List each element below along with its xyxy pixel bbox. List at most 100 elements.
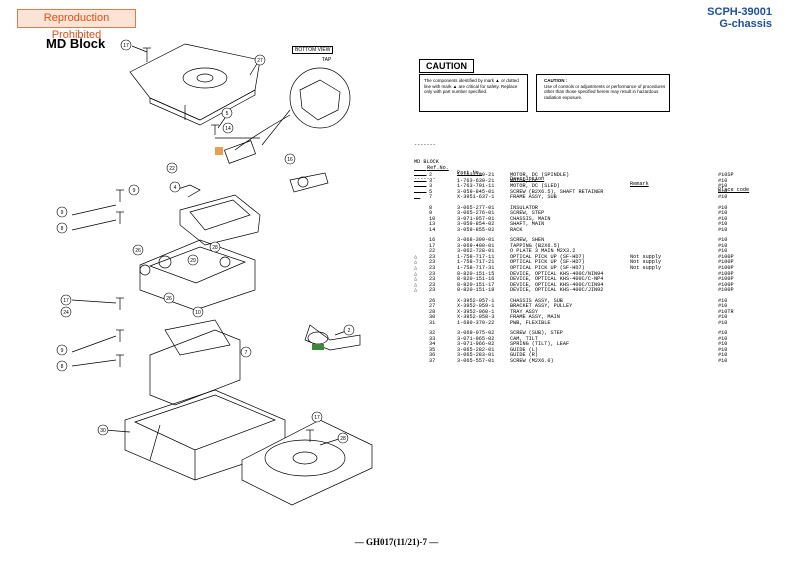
row-place-code: #10 [718,183,728,190]
row-ref-no: 36 [429,352,436,359]
row-ref-no: 23 [429,265,436,271]
row-place-code: #10 [718,335,728,342]
row-description: CHASSIS, MAIN [510,215,551,222]
row-description: MOTOR, DC (SLED) [510,183,560,190]
header-part-no: Part No. [457,170,482,177]
row-description: MOTOR, DC [510,177,539,184]
row-description: SHAFT, MAIN [510,221,545,228]
svg-text:17: 17 [63,298,69,304]
svg-text:28: 28 [212,245,218,251]
row-place-code: #10 [718,237,728,243]
row-place-code: #10 [718,358,728,364]
row-remark: Not supply [630,253,662,260]
row-description: SCREW, SHEN [510,237,545,243]
row-description: PWB, FLEXIBLE [510,319,551,326]
row-ref-no: 28 [429,308,436,315]
row-part-no: 1-680-370-22 [457,319,495,326]
svg-text:10: 10 [195,310,201,316]
row-description: OPTICAL PICK UP (SF-HD7) [510,259,585,266]
row-part-no: 1-763-700-21 [457,172,495,178]
row-place-code: #10 [718,314,728,321]
row-place-code: #10 [718,226,728,233]
table-row: 37 3-065-557-01 SCREW (M2X6.0) #10 [414,358,774,365]
row-ref-no: 22 [429,248,436,255]
row-part-no: 3-059-854-02 [457,221,495,228]
table-row: 28 X-3952-060-1 TRAY ASSY #10TR [414,308,774,316]
svg-text:2: 2 [348,328,351,334]
row-ref-no: 5 [429,188,433,195]
row-place-code: #10 [718,352,728,359]
row-description: GUIDE (R) [510,352,539,359]
row-part-no: 3-065-283-01 [457,352,495,359]
table-header: Ref.No. Part No. Description Remark Plac… [414,160,774,193]
row-ref-no: 9 [429,210,433,217]
caution-label: CAUTION [419,59,474,73]
header-ref-no: Ref.No. [427,164,449,171]
row-ref-no: 23 [429,259,436,266]
svg-text:27: 27 [257,58,263,64]
row-remark: Not supply [630,265,662,271]
tap-label: TAP [322,57,332,63]
header-remark: Remark [630,181,649,188]
row-part-no: 8-820-151-17 [457,281,495,288]
row-mark: △ [414,281,418,288]
row-description: DEVICE, OPTICAL KHS-400C/CIN94 [510,281,604,288]
row-place-code: #10TR [718,308,734,315]
row-ref-no: 10 [429,215,436,222]
svg-text:7: 7 [245,350,248,356]
row-part-no: X-3952-060-1 [457,308,495,315]
row-place-code: #100P [718,276,734,283]
row-description: BRACKET ASSY, PULLEY [510,303,573,310]
row-ref-no: 23 [429,253,436,260]
row-place-code: #10SP [718,172,734,178]
parts-table: Ref.No. Part No. Description Remark Plac… [414,160,784,520]
row-description: SCREW (M2X6.0) [510,358,554,364]
svg-text:24: 24 [63,310,69,316]
row-part-no: 3-068-399-01 [457,237,495,243]
row-part-no: X-3951-637-1 [457,194,495,201]
row-description: TRAY ASSY [510,308,539,315]
row-part-no: 3-062-728-01 [457,248,495,255]
svg-text:28: 28 [340,436,346,442]
row-ref-no: 23 [429,270,436,277]
row-description: FRAME ASSY, MAIN [510,314,560,321]
row-description: OPTICAL PICK UP (SF-HD7) [510,265,585,271]
row-ref-no: 33 [429,335,436,342]
row-description: RACK [510,226,523,233]
page-footer: — GH017(11/21)-7 — [354,537,439,547]
row-place-code: #10 [718,221,728,228]
row-part-no: X-3952-059-1 [457,303,495,310]
row-part-no: 1-758-717-11 [457,253,495,260]
row-ref-no: 14 [429,226,436,233]
row-ref-no: 37 [429,358,436,364]
row-part-no: 3-065-557-01 [457,358,495,364]
row-ref-no: 23 [429,287,436,294]
row-description: O PLATE 3 MAIN M2X3.2 [510,248,576,255]
row-place-code: #100P [718,253,734,260]
row-ref-no: 27 [429,303,436,310]
row-ref-no: 2 [429,172,433,178]
row-description: FRAME ASSY, SUB [510,194,557,201]
row-part-no: 1-758-717-31 [457,265,495,271]
row-place-code: #10 [718,330,728,336]
row-ref-no: 26 [429,297,436,304]
svg-text:16: 16 [287,157,293,163]
model-header: SCPH-39001 G-chassis [707,6,772,30]
svg-text:9: 9 [61,348,64,354]
caution-radiation-title: CAUTION : [544,78,568,83]
